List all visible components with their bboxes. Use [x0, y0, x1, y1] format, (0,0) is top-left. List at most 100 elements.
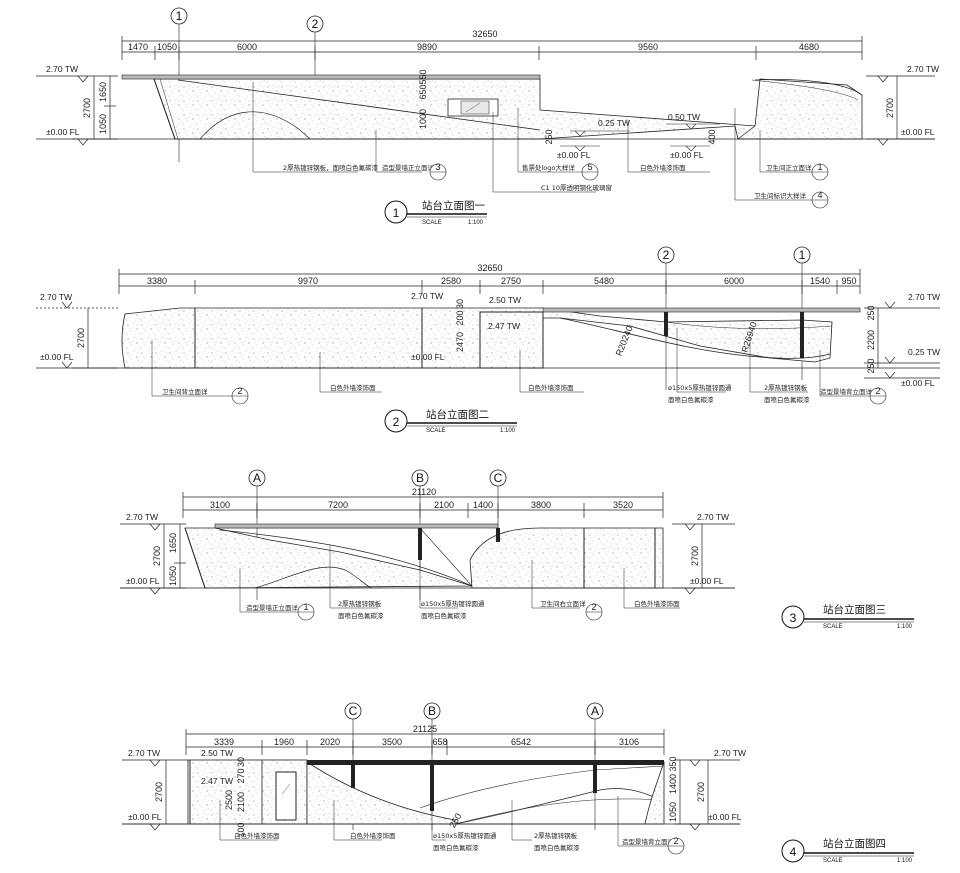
- elevation-2-dim-6: 6000: [724, 276, 744, 286]
- elevation-4-title-block: 4 站台立面图四 SCALE 1:100: [781, 837, 914, 864]
- elevation-4-vdim-right: 2700: [696, 782, 706, 802]
- elevation-1-inner-level-2: ±0.00 FL: [557, 150, 591, 160]
- elevation-2-title-block: 2 站台立面图二 SCALE 1:100: [384, 408, 517, 434]
- elevation-2-note-paint-1: 白色外墙漆饰面: [330, 383, 376, 392]
- scale-label: SCALE: [823, 858, 843, 864]
- elevation-1-vdim-total: 2700: [82, 98, 92, 118]
- grid-label: 2: [663, 248, 670, 262]
- elevation-3-leaders: [239, 545, 680, 613]
- elevation-1-inner-level-marks: [560, 123, 720, 152]
- title-number: 2: [393, 415, 400, 429]
- elevation-3-total-dim: 21120: [412, 487, 436, 497]
- elevation-1-inner-level-1: 0.25 TW: [598, 118, 630, 128]
- ref-number: 3: [435, 162, 440, 172]
- title-number: 1: [393, 206, 400, 220]
- scale-label: SCALE: [823, 624, 843, 630]
- elevation-4-leaders: [219, 796, 668, 847]
- elevation-1-inner-dim-650: 650: [418, 84, 428, 99]
- elevation-2-level-fl-left: ±0.00 FL: [40, 352, 74, 362]
- elevation-1-level-tw-right: 2.70 TW: [907, 64, 939, 74]
- elevation-4-dim-5: 658: [432, 737, 447, 747]
- grid-label: B: [428, 704, 436, 718]
- elevation-4-dim-4: 3500: [382, 737, 402, 747]
- elevation-3-level-tw-left: 2.70 TW: [126, 512, 158, 522]
- scale-value: 1:100: [897, 624, 913, 630]
- elevation-4-note-steel-plate: 2厚热镀锌钢板: [534, 831, 578, 840]
- elevation-1-inner-dim-250: 250: [544, 129, 554, 144]
- grid-label: C: [349, 704, 358, 718]
- elevation-1-dim-3: 6000: [237, 42, 257, 52]
- elevation-2-vdim-left: 2700: [76, 328, 86, 348]
- elevation-1-dim-2: 1050: [157, 42, 177, 52]
- elevation-3-note-restroom-right: 卫生间右立面详: [540, 599, 586, 608]
- elevation-1-ref-1: 1: [811, 162, 829, 181]
- elevation-4-body: [122, 759, 740, 825]
- elevation-2: 32650 3380 9970 2580 2750 5480 6000 1540…: [36, 246, 940, 434]
- ref-number: 5: [587, 162, 592, 172]
- elevation-3-note-steel-paint: 面喷白色氟碳漆: [338, 611, 384, 620]
- grid-label: 2: [312, 17, 319, 31]
- elevation-4-dim-6: 6542: [511, 737, 531, 747]
- elevation-1-note-steel-plate: 2厚热镀锌钢板，面喷白色氟碳漆: [283, 163, 379, 172]
- elevation-1-level-fl-right: ±0.00 FL: [901, 127, 935, 137]
- elevation-3-level-tw-right: 2.70 TW: [697, 512, 729, 522]
- elevation-1-title-block: 1 站台立面图一 SCALE 1:100: [384, 199, 487, 226]
- grid-label: 1: [176, 9, 183, 23]
- ref-number: 2: [237, 386, 242, 396]
- elevation-4-grid-a: A: [586, 702, 604, 830]
- elevation-2-dim-1: 3380: [147, 276, 167, 286]
- elevation-4-ref-a: 2: [667, 836, 685, 855]
- elevation-2-level-tw-left: 2.70 TW: [40, 292, 72, 302]
- title-text: 站台立面图四: [823, 837, 886, 850]
- elevation-4: 21125 3339 1960 2020 3500 658 6542 3106 …: [122, 702, 914, 864]
- ref-number: 4: [817, 190, 822, 200]
- elevation-4-level-fl-left: ±0.00 FL: [128, 812, 162, 822]
- elevation-4-level-fl-right: ±0.00 FL: [708, 812, 742, 822]
- elevation-4-inner-dim-1050: 1050: [668, 802, 678, 822]
- elevation-1-body: [72, 74, 935, 140]
- scale-value: 1:100: [897, 858, 913, 864]
- elevation-3-title-block: 3 站台立面图三 SCALE 1:100: [781, 603, 914, 630]
- ref-number: 2: [591, 602, 596, 612]
- elevation-1-note-restroom: 卫生间正立面详: [766, 163, 812, 172]
- elevation-4-inner-dim-2500: 2500: [224, 790, 234, 810]
- elevation-4-dim-3: 2020: [320, 737, 340, 747]
- elevation-1-dim-1: 1470: [128, 42, 148, 52]
- elevation-3-dim-6: 3520: [613, 500, 633, 510]
- elevation-2-dim-8: 950: [841, 276, 856, 286]
- elevation-1-inner-level-3: 0.50 TW: [668, 112, 700, 122]
- elevation-4-inner-dim-270: 270: [236, 768, 246, 783]
- elevation-2-dim-4: 2750: [501, 276, 521, 286]
- elevation-3-dim-4: 1400: [473, 500, 493, 510]
- elevation-1-note-feature-wall: 造型景墙正立面详: [382, 163, 435, 172]
- elevation-1-ref-4: 4: [811, 190, 829, 209]
- elevation-1-dim-4: 9890: [417, 42, 437, 52]
- elevation-2-note-steel-plate: 2厚热镀锌钢板: [764, 383, 808, 392]
- elevation-4-inner-dim-2100: 2100: [236, 792, 246, 812]
- ref-number: 1: [817, 162, 822, 172]
- grid-label: A: [591, 704, 599, 718]
- elevation-4-total-dim: 21125: [413, 724, 437, 734]
- grid-label: A: [253, 471, 261, 485]
- elevation-2-radius-1: R20240: [614, 324, 635, 357]
- elevation-1-inner-dim-1000: 1000: [418, 109, 428, 129]
- elevation-2-note-pipe-paint: 面喷白色氟碳漆: [668, 395, 714, 404]
- elevation-2-dim-7: 1540: [810, 276, 830, 286]
- elevation-2-inner-dim-2470: 2470: [455, 332, 465, 352]
- elevation-1-grid-2: 2: [306, 15, 324, 82]
- elevation-1-inner-dim-550: 550: [418, 69, 428, 84]
- elevation-1-vdim-lower: 1050: [98, 114, 108, 134]
- elevation-2-inner-dim-30: 30: [455, 299, 465, 309]
- elevation-2-level-025-right: 0.25 TW: [908, 347, 940, 357]
- elevation-2-inner-level-250: 2.50 TW: [489, 295, 521, 305]
- elevation-2-leaders: [151, 328, 870, 397]
- grid-label: C: [494, 471, 503, 485]
- elevation-2-vdim-right-top: 250: [866, 305, 876, 320]
- elevation-3-dimensions: [182, 492, 664, 518]
- scale-label: SCALE: [422, 220, 442, 226]
- title-number: 4: [790, 845, 797, 859]
- elevation-2-inner-level-270: 2.70 TW: [411, 291, 443, 301]
- scale-value: 1:100: [468, 220, 484, 226]
- scale-label: SCALE: [426, 428, 446, 434]
